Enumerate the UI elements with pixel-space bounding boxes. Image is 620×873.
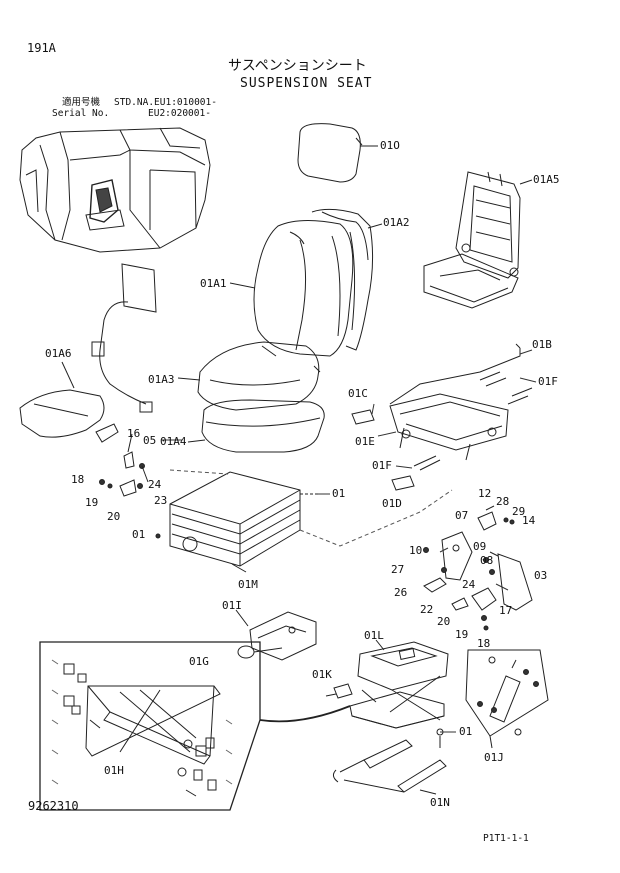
suspension-unit-01M xyxy=(156,472,322,572)
callout-01F-lower: 01F xyxy=(372,459,392,472)
callout-07: 07 xyxy=(455,509,469,522)
callout-23: 23 xyxy=(154,494,168,507)
serial-line-2: EU2:020001- xyxy=(148,108,211,119)
callout-01I: 01I xyxy=(222,599,242,612)
drawing-number: 9262310 xyxy=(28,799,79,813)
callout-20-right: 20 xyxy=(437,615,451,628)
armrest-assembly xyxy=(424,506,533,630)
callout-01A3: 01A3 xyxy=(148,373,175,386)
callout-01F: 01F xyxy=(538,375,558,388)
cab-overview xyxy=(20,128,210,252)
callout-26: 26 xyxy=(394,586,408,599)
callout-01A1: 01A1 xyxy=(200,277,227,290)
callout-08: 08 xyxy=(480,554,494,567)
callout-01D: 01D xyxy=(382,497,402,510)
slide-rail-assembly xyxy=(352,344,532,490)
callout-27: 27 xyxy=(391,563,405,576)
callout-01H: 01H xyxy=(104,764,124,777)
serial-line-1: STD.NA.EU1:010001- xyxy=(114,97,217,108)
callout-01E: 01E xyxy=(355,435,375,448)
callout-12: 12 xyxy=(478,487,492,500)
leader-curve xyxy=(260,706,350,721)
back-cushion-01A2 xyxy=(312,209,382,350)
callout-01-bottom: 01 xyxy=(459,725,473,738)
callout-01-right: 01 xyxy=(332,487,346,500)
callout-01B: 01B xyxy=(532,338,552,351)
shock-absorber-01J xyxy=(466,650,548,748)
assembly-dash-lines xyxy=(170,470,452,546)
callout-17: 17 xyxy=(499,604,513,617)
callout-09: 09 xyxy=(473,540,487,553)
callout-01A2: 01A2 xyxy=(383,216,410,229)
callout-01K: 01K xyxy=(312,668,332,681)
callout-03: 03 xyxy=(534,569,548,582)
callout-01N: 01N xyxy=(430,796,450,809)
leader-lines xyxy=(162,350,536,732)
seat-base-01A4 xyxy=(188,400,324,452)
seat-cushion-01A3 xyxy=(178,342,320,410)
callout-05: 05 xyxy=(143,434,157,447)
page-code: 191A xyxy=(27,41,56,55)
callout-01J: 01J xyxy=(484,751,504,764)
callout-24-right: 24 xyxy=(462,578,476,591)
callout-22: 22 xyxy=(420,603,434,616)
lower-suspension-01L xyxy=(326,640,448,728)
backrest-01A1 xyxy=(230,220,353,356)
serial-label-jp: 適用号機 xyxy=(62,97,101,108)
fastener-group-left xyxy=(96,424,148,496)
callout-19-right: 19 xyxy=(455,628,469,641)
title-english: SUSPENSION SEAT xyxy=(240,76,373,91)
callout-14: 14 xyxy=(522,514,536,527)
callout-01G: 01G xyxy=(189,655,209,668)
headrest-01O xyxy=(298,124,378,182)
callout-01O: 01O xyxy=(380,139,400,152)
title-japanese: サスペンションシート xyxy=(228,58,367,74)
height-lever-01I xyxy=(236,610,316,660)
callout-18-right: 18 xyxy=(477,637,491,650)
callout-20-left: 20 xyxy=(107,510,121,523)
callout-01-left: 01 xyxy=(132,528,146,541)
callout-10: 10 xyxy=(409,544,423,557)
callout-01C: 01C xyxy=(348,387,368,400)
serial-label-en: Serial No. xyxy=(52,108,110,119)
callout-01A5: 01A5 xyxy=(533,173,560,186)
page-reference: P1T1-1-1 xyxy=(483,833,529,844)
callout-19-left: 19 xyxy=(85,496,99,509)
callout-24-left: 24 xyxy=(148,478,162,491)
callout-01M: 01M xyxy=(238,578,258,591)
callout-28: 28 xyxy=(496,495,510,508)
callout-01A4: 01A4 xyxy=(160,435,187,448)
seat-frame-01A5 xyxy=(424,172,532,308)
heater-pad-01A6 xyxy=(20,264,156,437)
callout-29: 29 xyxy=(512,505,526,518)
detail-box-01H xyxy=(40,642,260,810)
callout-18-left: 18 xyxy=(71,473,85,486)
slide-bars-01N xyxy=(333,740,446,794)
callout-01L: 01L xyxy=(364,629,384,642)
callout-01A6: 01A6 xyxy=(45,347,72,360)
callout-16: 16 xyxy=(127,427,141,440)
